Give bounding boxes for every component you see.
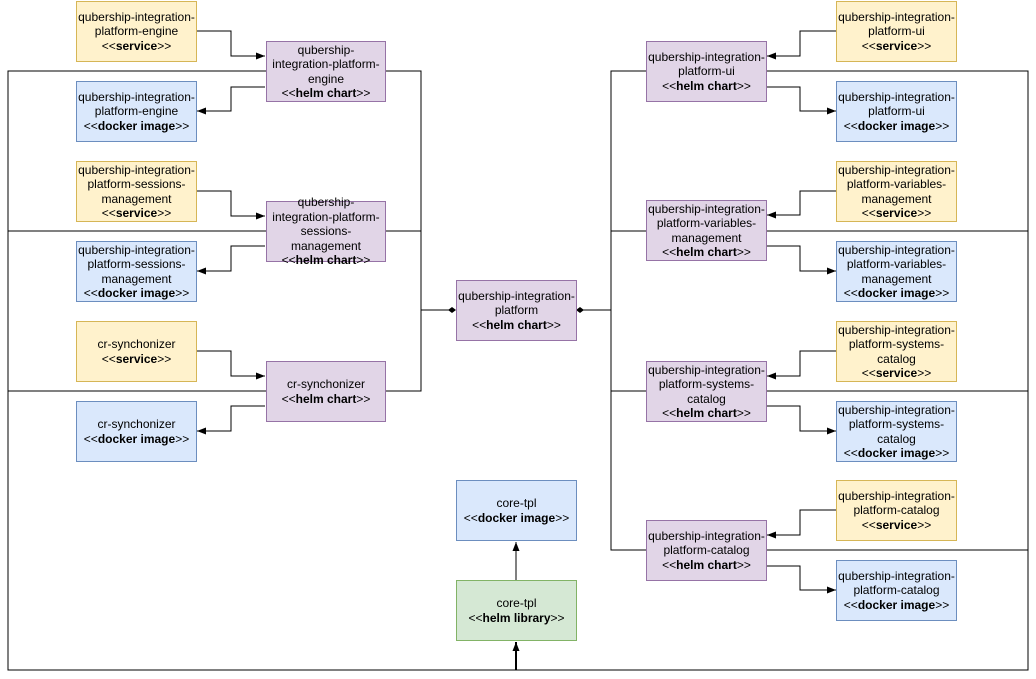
node-name: qubership-integration-platform-engine — [272, 42, 380, 86]
charts-to-library-line — [7, 70, 1029, 671]
systems-chart-to-docker-arrow — [766, 405, 836, 435]
stereotype-label: <<service>> — [101, 38, 172, 53]
node-name: qubership-integration-platform-sessions-… — [272, 195, 380, 253]
variables-service-node[interactable]: qubership-integration-platform-variables… — [836, 161, 957, 222]
ui-docker-node[interactable]: qubership-integration-platform-ui <<dock… — [836, 81, 957, 142]
node-name: qubership-integration-platform-systems-c… — [838, 322, 955, 366]
node-name: qubership-integration-platform-ui — [648, 49, 765, 79]
engine-chart-to-docker-arrow — [197, 86, 265, 115]
engine-chart-node[interactable]: qubership-integration-platform-engine <<… — [266, 41, 386, 102]
stereotype-label: <<service>> — [861, 38, 932, 53]
node-name: qubership-integration-platform-catalog — [838, 488, 955, 518]
node-name: core-tpl — [496, 596, 537, 610]
node-name: qubership-integration-platform-sessions-… — [78, 162, 195, 206]
stereotype-label: <<service>> — [861, 517, 932, 532]
crsync-docker-node[interactable]: cr-synchonizer <<docker image>> — [76, 401, 197, 462]
stereotype-label: <<docker image>> — [843, 446, 950, 460]
node-name: cr-synchonizer — [97, 337, 176, 351]
systems-service-node[interactable]: qubership-integration-platform-systems-c… — [836, 321, 957, 382]
crsync-chart-node[interactable]: cr-synchonizer <<helm chart>> — [266, 361, 386, 422]
stereotype-label: <<helm chart>> — [662, 245, 751, 259]
ui-service-node[interactable]: qubership-integration-platform-ui <<serv… — [836, 1, 957, 62]
node-name: qubership-integration-platform — [458, 288, 575, 318]
ui-chart-node[interactable]: qubership-integration-platform-ui <<helm… — [646, 41, 767, 102]
catalog-chart-node[interactable]: qubership-integration-platform-catalog <… — [646, 520, 767, 581]
ui-chart-to-docker-arrow — [766, 86, 836, 115]
catalog-service-to-chart-arrow — [767, 509, 836, 539]
stereotype-label: <<docker image>> — [83, 286, 190, 300]
crsync-chart-to-docker-arrow — [197, 405, 265, 435]
node-name: qubership-integration-platform-catalog — [838, 568, 955, 598]
engine-service-to-chart-arrow — [196, 30, 265, 60]
stereotype-label: <<helm chart>> — [281, 391, 371, 406]
stereotype-label: <<helm chart>> — [662, 78, 751, 93]
engine-docker-node[interactable]: qubership-integration-platform-engine <<… — [76, 81, 197, 142]
systems-chart-node[interactable]: qubership-integration-platform-systems-c… — [646, 361, 767, 422]
stereotype-label: <<service>> — [101, 351, 172, 366]
catalog-docker-node[interactable]: qubership-integration-platform-catalog <… — [836, 560, 957, 621]
stereotype-label: <<service>> — [861, 206, 932, 220]
node-name: core-tpl — [496, 496, 537, 510]
systems-service-to-chart-arrow — [767, 350, 836, 380]
node-name: qubership-integration-platform-catalog — [648, 528, 765, 558]
stereotype-label: <<helm chart>> — [472, 317, 561, 332]
sessions-service-node[interactable]: qubership-integration-platform-sessions-… — [76, 161, 197, 222]
catalog-service-node[interactable]: qubership-integration-platform-catalog <… — [836, 480, 957, 541]
stereotype-label: <<docker image>> — [843, 286, 950, 300]
variables-docker-node[interactable]: qubership-integration-platform-variables… — [836, 241, 957, 302]
sessions-service-to-chart-arrow — [196, 190, 265, 220]
stereotype-label: <<docker image>> — [843, 597, 950, 612]
variables-chart-node[interactable]: qubership-integration-platform-variables… — [646, 200, 767, 261]
stereotype-label: <<docker image>> — [843, 118, 950, 133]
stereotype-label: <<helm library>> — [468, 610, 565, 625]
systems-docker-node[interactable]: qubership-integration-platform-systems-c… — [836, 401, 957, 462]
node-name: qubership-integration-platform-ui — [838, 89, 955, 119]
stereotype-label: <<service>> — [861, 366, 932, 380]
node-name: qubership-integration-platform-sessions-… — [78, 242, 195, 286]
node-name: cr-synchonizer — [97, 417, 176, 431]
stereotype-label: <<docker image>> — [463, 510, 570, 525]
ui-chart-to-platform-line — [610, 70, 646, 551]
crsync-chart-to-platform-line — [385, 310, 422, 392]
platform-chart-node[interactable]: qubership-integration-platform <<helm ch… — [456, 280, 577, 341]
node-name: qubership-integration-platform-engine — [78, 89, 195, 119]
stereotype-label: <<helm chart>> — [662, 557, 751, 572]
coretpl-docker-node[interactable]: core-tpl <<docker image>> — [456, 480, 577, 541]
stereotype-label: <<helm chart>> — [281, 86, 371, 100]
engine-service-node[interactable]: qubership-integration-platform-engine <<… — [76, 1, 197, 62]
crsync-service-to-chart-arrow — [196, 350, 265, 380]
stereotype-label: <<service>> — [101, 206, 172, 220]
variables-chart-to-docker-arrow — [766, 245, 836, 275]
stereotype-label: <<helm chart>> — [281, 253, 371, 268]
variables-service-to-chart-arrow — [767, 190, 836, 219]
node-name: qubership-integration-platform-variables… — [648, 201, 765, 245]
node-name: qubership-integration-platform-variables… — [838, 162, 955, 206]
platform-left-diamond — [448, 307, 456, 313]
node-name: qubership-integration-platform-systems-c… — [838, 402, 955, 446]
stereotype-label: <<docker image>> — [83, 118, 190, 133]
crsync-service-node[interactable]: cr-synchonizer <<service>> — [76, 321, 197, 382]
sessions-chart-to-docker-arrow — [197, 245, 265, 275]
node-name: qubership-integration-platform-systems-c… — [648, 362, 765, 406]
platform-right-diamond — [576, 307, 584, 313]
catalog-chart-to-docker-arrow — [766, 565, 836, 594]
node-name: qubership-integration-platform-variables… — [838, 242, 955, 286]
ui-service-to-chart-arrow — [767, 30, 836, 60]
engine-chart-to-platform-line — [385, 70, 452, 311]
node-name: qubership-integration-platform-ui — [838, 9, 955, 39]
node-name: cr-synchonizer — [286, 377, 366, 391]
coretpl-library-node[interactable]: core-tpl <<helm library>> — [456, 580, 577, 641]
node-name: qubership-integration-platform-engine — [78, 9, 195, 39]
sessions-chart-node[interactable]: qubership-integration-platform-sessions-… — [266, 195, 386, 267]
sessions-docker-node[interactable]: qubership-integration-platform-sessions-… — [76, 241, 197, 302]
stereotype-label: <<docker image>> — [83, 431, 190, 446]
stereotype-label: <<helm chart>> — [662, 406, 751, 420]
